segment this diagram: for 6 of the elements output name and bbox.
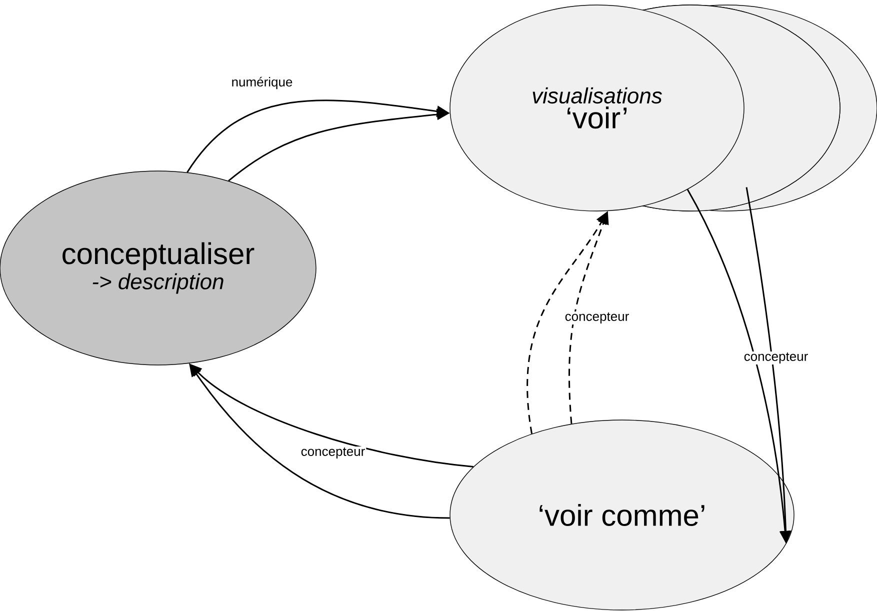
edge-label: concepteur (742, 351, 810, 365)
edge-label: numérique (230, 76, 294, 90)
edge-label: concepteur (300, 446, 366, 460)
ellipse-node: visualisations ‘voir’ (450, 4, 744, 212)
ellipse-node: ‘voir comme’ (450, 420, 794, 610)
edge-label: concepteur (564, 311, 630, 325)
